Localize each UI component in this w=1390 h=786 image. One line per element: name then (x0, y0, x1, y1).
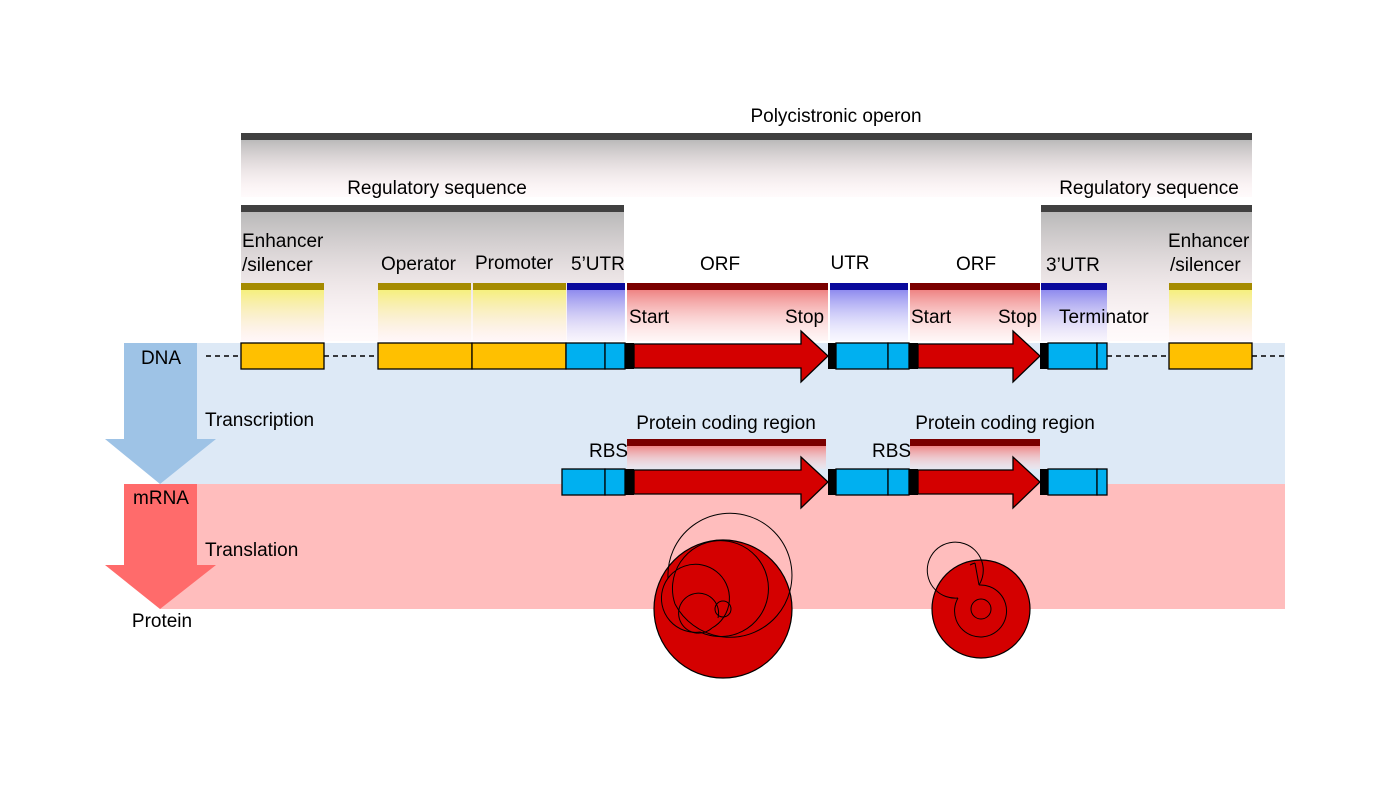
utr5-block-a (565, 342, 606, 370)
utr-mid-label: UTR (830, 253, 869, 274)
mrna-utr3-b (1096, 468, 1108, 496)
mrna-utr5-a (561, 468, 606, 496)
mrna-start-2 (909, 469, 918, 495)
enhancer-right-label-2: /silencer (1170, 255, 1241, 276)
orf1-arrow (633, 329, 829, 384)
start2-label: Start (911, 307, 952, 328)
mrna-label: mRNA (133, 488, 189, 509)
coding-region-2-label: Protein coding region (915, 413, 1095, 434)
dna-strand (206, 329, 1285, 384)
promoter-label: Promoter (475, 253, 554, 274)
stop-codon-2 (1040, 343, 1048, 369)
protein-1 (653, 512, 793, 679)
operon-bracket: Polycistronic operon (241, 106, 1252, 197)
mrna-utr5-b (604, 468, 626, 496)
enhancer-left-label-1: Enhancer (242, 231, 324, 252)
enhancer-right-label-1: Enhancer (1168, 231, 1250, 252)
utr5-label: 5’UTR (571, 254, 625, 275)
mrna-strand (561, 455, 1108, 510)
protein-2 (926, 541, 1031, 659)
utr3-block-a (1047, 342, 1098, 370)
operator-label: Operator (381, 254, 457, 275)
rbs2-label: RBS (872, 441, 911, 462)
translation-label: Translation (205, 540, 298, 561)
mrna-utr3-a (1047, 468, 1098, 496)
stop-codon-1 (828, 343, 836, 369)
orf2-arrow (917, 329, 1041, 384)
coding-region-brackets (627, 439, 1040, 469)
orf1-label: ORF (700, 254, 740, 275)
element-brackets (241, 283, 1252, 341)
utr-mid-block-a (835, 342, 889, 370)
terminator-label: Terminator (1059, 307, 1149, 328)
coding-region-1-label: Protein coding region (636, 413, 816, 434)
orf2-label: ORF (956, 254, 996, 275)
utr3-label: 3’UTR (1046, 255, 1100, 276)
utr5-block-b (604, 342, 626, 370)
transcription-arrow (105, 343, 216, 484)
mrna-utr-mid-b (887, 468, 910, 496)
regulatory-left-label: Regulatory sequence (347, 178, 527, 199)
enhancer-left-block (240, 342, 325, 370)
start1-label: Start (629, 307, 670, 328)
mrna-stop-1 (828, 469, 836, 495)
stop2-label: Stop (998, 307, 1037, 328)
mrna-start-1 (625, 469, 634, 495)
utr-mid-block-b (887, 342, 910, 370)
start-codon-1 (625, 343, 634, 369)
mrna-coding-arrow-1 (633, 455, 829, 510)
transcription-label: Transcription (205, 410, 314, 431)
promoter-block (471, 342, 567, 370)
translation-arrow (105, 484, 216, 609)
mrna-stop-2 (1040, 469, 1048, 495)
mrna-coding-arrow-2 (917, 455, 1041, 510)
enhancer-left-label-2: /silencer (242, 255, 313, 276)
operator-block (377, 342, 473, 370)
mrna-utr-mid-a (835, 468, 889, 496)
protein-label: Protein (132, 611, 192, 632)
enhancer-right-block (1168, 342, 1253, 370)
rbs1-label: RBS (589, 441, 628, 462)
utr3-block-b (1096, 342, 1108, 370)
start-codon-2 (909, 343, 918, 369)
regulatory-right-label: Regulatory sequence (1059, 178, 1239, 199)
dna-label: DNA (141, 348, 181, 369)
stop1-label: Stop (785, 307, 824, 328)
operon-label: Polycistronic operon (750, 106, 921, 127)
